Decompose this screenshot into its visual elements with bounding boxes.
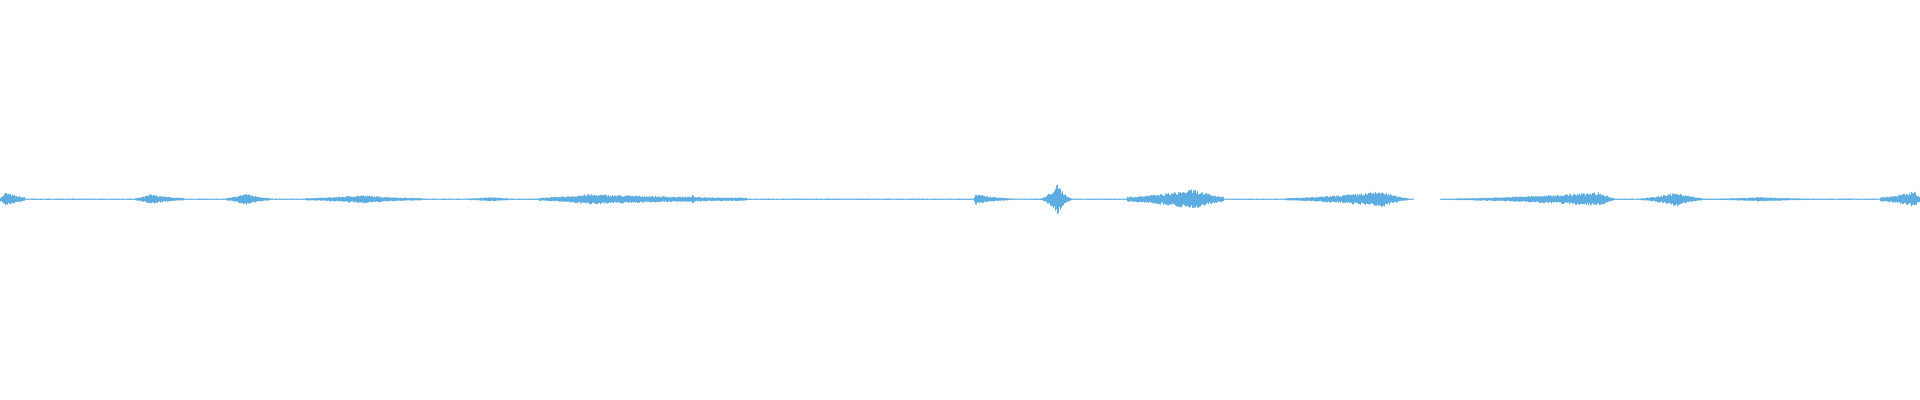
waveform-path <box>0 184 1920 215</box>
